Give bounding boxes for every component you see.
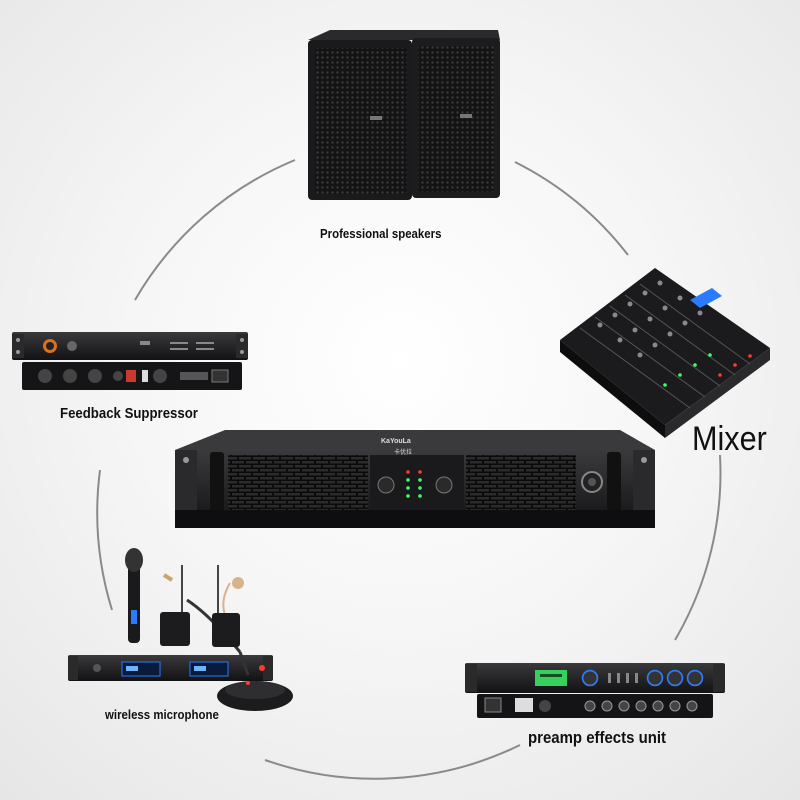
amplifier-brand: KaYouLa — [381, 438, 411, 445]
label-mixer: Mixer — [692, 420, 767, 458]
label-wireless-microphone: wireless microphone — [105, 707, 219, 722]
label-preamp-effects-unit: preamp effects unit — [528, 728, 666, 747]
amplifier-brand-cn: 卡优拉 — [394, 450, 413, 456]
label-feedback-suppressor: Feedback Suppressor — [60, 405, 198, 422]
label-professional-speakers: Professional speakers — [320, 226, 442, 241]
